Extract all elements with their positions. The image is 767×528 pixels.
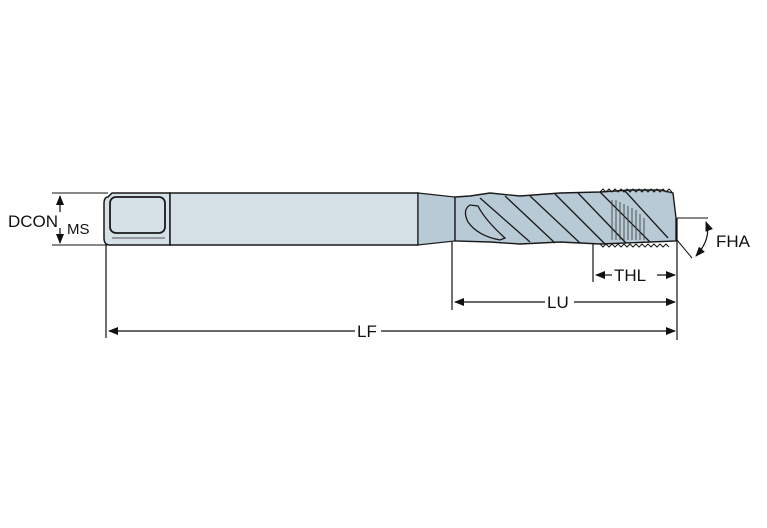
neck (417, 192, 456, 246)
dcon-dimension: DCON MS (8, 192, 108, 246)
fha-dimension: FHA (676, 217, 751, 259)
lf-label: LF (357, 322, 377, 341)
thl-label: THL (614, 266, 646, 285)
lu-label: LU (547, 293, 569, 312)
dcon-subscript: MS (67, 221, 90, 238)
extension-lines (105, 218, 678, 340)
thl-dimension: THL (595, 266, 676, 285)
tool-body (103, 188, 677, 248)
lu-dimension: LU (454, 293, 676, 312)
lf-dimension: LF (108, 322, 676, 341)
dcon-label: DCON (8, 212, 58, 231)
shank (169, 192, 419, 246)
fha-label: FHA (716, 232, 751, 251)
fluted-body (454, 189, 677, 245)
